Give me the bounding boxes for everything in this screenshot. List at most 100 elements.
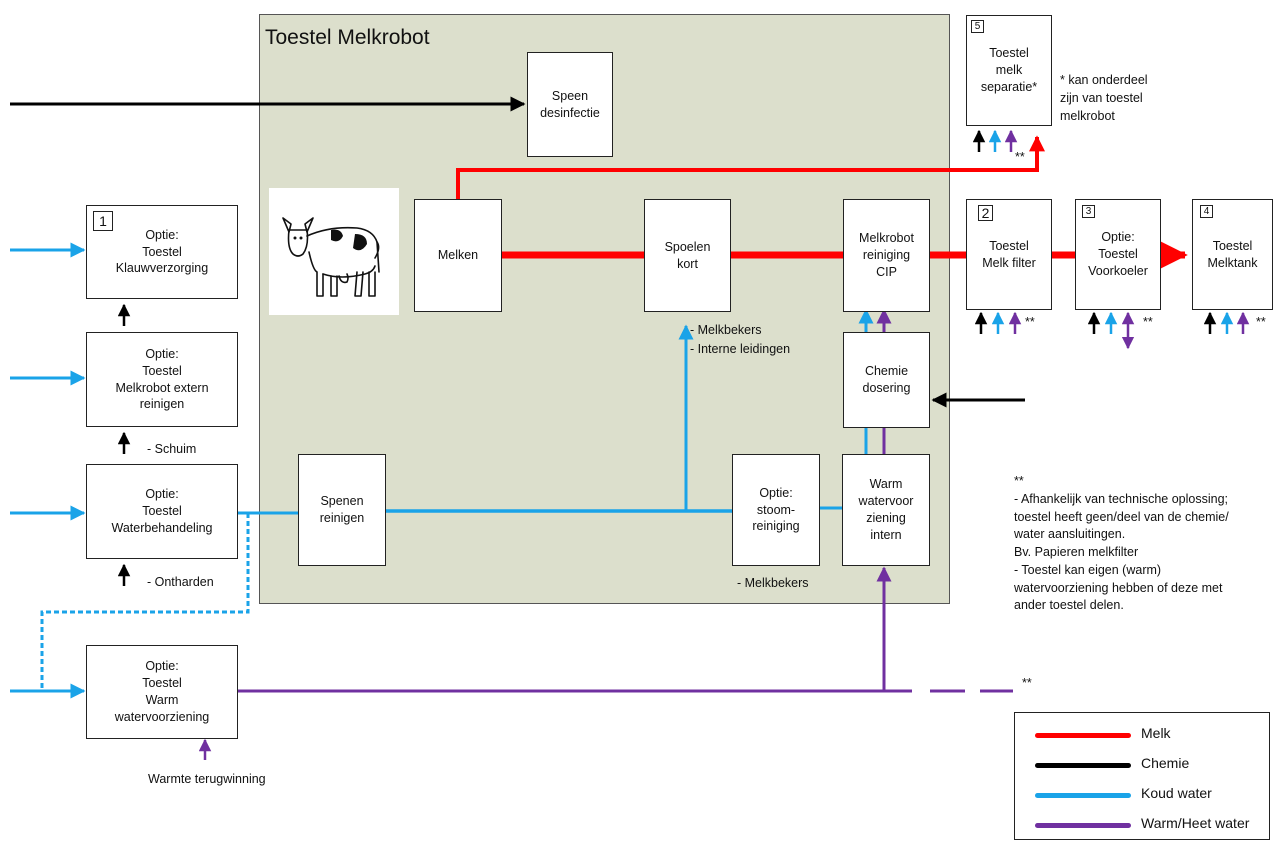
legend-swatch xyxy=(1035,823,1131,828)
box-line: Optie: xyxy=(145,487,179,502)
separatie-note: zijn van toestel xyxy=(1060,91,1143,105)
schuim-label: - Schuim xyxy=(147,442,197,456)
box-melkrobot-cip: Melkrobot reiniging CIP xyxy=(843,199,930,312)
legend-item-chemie: Chemie xyxy=(1015,751,1269,779)
box-warm-watervoorziening: Optie: Toestel Warm watervoorziening xyxy=(86,645,238,739)
box-speen-desinfectie: Speen desinfectie xyxy=(527,52,613,157)
footnote-line: toestel heeft geen/deel van de chemie/ xyxy=(1014,509,1229,524)
box-number: 3 xyxy=(1082,205,1095,218)
box-number: 1 xyxy=(93,211,113,231)
box-line: Melktank xyxy=(1207,255,1258,270)
box-line: Spoelen xyxy=(664,239,711,254)
spoelen-note: - Melkbekers xyxy=(690,323,762,337)
box-line: Voorkoeler xyxy=(1088,263,1148,278)
box-line: reiniging xyxy=(752,519,800,534)
box-melkrobot-extern: Optie: Toestel Melkrobot extern reinigen xyxy=(86,332,238,427)
footnote-line: watervoorziening hebben of deze met xyxy=(1014,580,1223,595)
box-line: watervoorziening xyxy=(114,709,210,724)
box-line: Melk filter xyxy=(982,255,1036,270)
legend-item-warm-water: Warm/Heet water xyxy=(1015,811,1269,839)
footnote: ** - Afhankelijk van technische oplossin… xyxy=(1014,473,1229,615)
box-number: 4 xyxy=(1200,205,1213,218)
box-number: 5 xyxy=(971,20,984,33)
box-line: Toestel xyxy=(1212,238,1253,253)
box-line: melk xyxy=(995,63,1023,78)
legend-label: Warm/Heet water xyxy=(1141,815,1250,831)
legend-label: Chemie xyxy=(1141,755,1190,771)
legend-item-koud-water: Koud water xyxy=(1015,781,1269,809)
box-line: Melkrobot extern xyxy=(115,380,209,395)
box-spenen-reinigen: Spenen reinigen xyxy=(298,454,386,566)
stars-label: ** xyxy=(1143,315,1153,329)
box-line: Spenen xyxy=(320,494,364,509)
box-line: Toestel xyxy=(142,244,182,259)
box-line: Melkrobot xyxy=(859,231,914,246)
footnote-line: ander toestel delen. xyxy=(1014,598,1124,613)
box-line: Melken xyxy=(437,248,479,263)
box-line: Toestel xyxy=(1098,247,1138,262)
box-line: desinfectie xyxy=(540,105,600,120)
stars-label: ** xyxy=(1025,315,1035,329)
box-line: Klauwverzorging xyxy=(115,261,209,276)
box-melk-separatie: Toestel melk separatie* xyxy=(966,15,1052,126)
box-line: intern xyxy=(870,527,902,542)
box-melken: Melken xyxy=(414,199,502,312)
box-number: 2 xyxy=(978,205,993,221)
box-line: separatie* xyxy=(980,79,1038,94)
ontharden-label: - Ontharden xyxy=(147,575,214,589)
box-line: Waterbehandeling xyxy=(111,520,213,535)
footnote-line: water aansluitingen. xyxy=(1014,527,1126,542)
legend-swatch xyxy=(1035,793,1131,798)
box-stoomreiniging: Optie: stoom- reiniging xyxy=(732,454,820,566)
box-line: Toestel xyxy=(989,46,1029,61)
box-line: Chemie xyxy=(864,364,909,379)
box-line: reinigen xyxy=(139,397,185,412)
box-line: ziening xyxy=(866,511,906,525)
robot-title: Toestel Melkrobot xyxy=(265,26,430,49)
box-line: dosering xyxy=(862,381,911,395)
box-line: reiniging xyxy=(862,248,911,263)
stars-label: ** xyxy=(1256,315,1266,329)
box-line: CIP xyxy=(876,264,897,279)
box-line: Toestel xyxy=(142,676,182,691)
spoelen-note: - Interne leidingen xyxy=(690,342,791,356)
stoom-note: - Melkbekers xyxy=(737,576,809,590)
box-line: Optie: xyxy=(759,485,793,500)
box-line: Toestel xyxy=(142,504,182,519)
box-line: Speen xyxy=(551,88,589,103)
legend-label: Koud water xyxy=(1141,785,1212,801)
box-waterbehandeling: Optie: Toestel Waterbehandeling xyxy=(86,464,238,559)
legend-item-melk: Melk xyxy=(1015,721,1269,749)
footnote-line: Bv. Papieren melkfilter xyxy=(1014,545,1139,559)
box-line: reinigen xyxy=(319,511,365,525)
box-line: Optie: xyxy=(145,227,179,242)
separatie-note: * kan onderdeel xyxy=(1060,73,1148,87)
cow-image xyxy=(269,188,399,315)
box-spoelen-kort: Spoelen kort xyxy=(644,199,731,312)
box-line: kort xyxy=(677,256,698,271)
box-line: watervoor xyxy=(858,494,914,509)
footnote-line: ** xyxy=(1014,474,1024,488)
footnote-line: - Toestel kan eigen (warm) xyxy=(1014,562,1162,577)
box-line: Optie: xyxy=(1101,230,1135,245)
box-line: Warm xyxy=(145,693,179,707)
stars-label: ** xyxy=(1015,150,1025,164)
box-line: Optie: xyxy=(145,346,179,361)
box-line: Warm xyxy=(869,477,903,492)
legend: Melk Chemie Koud water Warm/Heet water xyxy=(1014,712,1270,840)
box-line: Toestel xyxy=(142,363,182,378)
warmte-terugwinning-label: Warmte terugwinning xyxy=(148,772,266,786)
legend-swatch xyxy=(1035,763,1131,768)
box-chemie-dosering: Chemie dosering xyxy=(843,332,930,428)
box-line: stoom- xyxy=(756,502,796,517)
box-line: Optie: xyxy=(145,659,179,674)
box-line: Toestel xyxy=(989,238,1029,253)
separatie-note: melkrobot xyxy=(1060,109,1115,123)
footnote-line: - Afhankelijk van technische oplossing; xyxy=(1014,491,1229,506)
stars-label: ** xyxy=(1022,676,1032,690)
box-warm-water-intern: Warm watervoor ziening intern xyxy=(842,454,930,566)
legend-swatch xyxy=(1035,733,1131,738)
legend-label: Melk xyxy=(1141,725,1171,741)
cow-icon xyxy=(282,217,380,297)
